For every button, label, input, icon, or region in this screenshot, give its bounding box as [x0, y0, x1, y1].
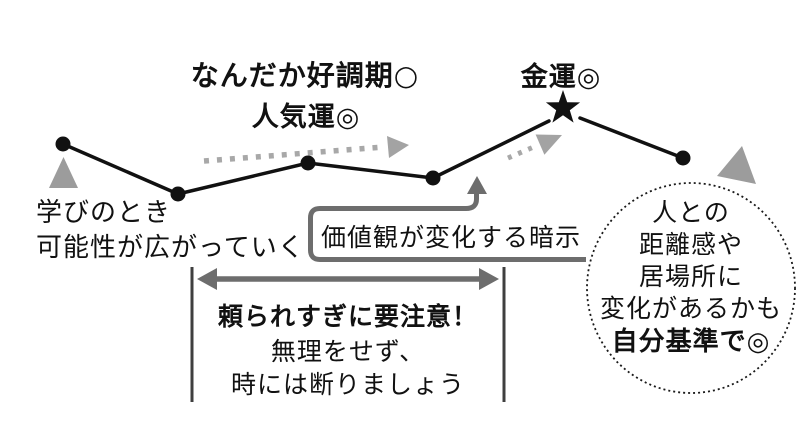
data-point-6	[675, 150, 691, 166]
label-values-change: 価値観が変化する暗示	[321, 223, 582, 252]
data-point-2	[170, 186, 186, 202]
relationship-line3: 居場所に	[638, 262, 744, 291]
values-change-arrow-head	[467, 176, 487, 194]
note-learning-line1: 学びのとき	[36, 198, 172, 228]
label-good-period: なんだか好調期○	[190, 59, 420, 92]
label-money-luck: 金運◎	[520, 62, 602, 93]
data-point-3	[300, 155, 316, 171]
relationship-line4: 変化があるかも	[599, 294, 783, 323]
double-arrow-right-head	[479, 268, 499, 290]
trend-line-right	[578, 116, 685, 160]
up-triangle-icon	[49, 157, 78, 188]
caution-headline: 頼られすぎに要注意！	[217, 302, 479, 331]
caution-line2: 時には断りましょう	[230, 370, 466, 399]
tilted-triangle-icon	[717, 146, 756, 184]
values-change-box	[308, 192, 586, 262]
relationship-line1: 人との	[652, 198, 730, 227]
relationship-bubble	[586, 182, 796, 394]
note-learning-line2: 可能性が広がっていく	[36, 233, 305, 263]
caution-line1: 無理をせず、	[270, 337, 426, 366]
dotted-arrow-1-shaft	[203, 144, 385, 164]
relationship-bold-line: 自分基準で◎	[611, 327, 771, 357]
dotted-arrow-2-shaft	[507, 143, 537, 161]
label-popularity-luck: 人気運◎	[251, 102, 361, 133]
dotted-arrow-1-head	[387, 136, 409, 158]
star-icon	[545, 90, 581, 123]
data-point-1	[55, 136, 71, 152]
data-point-4	[425, 170, 441, 186]
double-arrow-left-head	[197, 268, 217, 290]
dotted-arrow-2-head	[535, 134, 562, 155]
relationship-line2: 距離感や	[638, 230, 744, 259]
